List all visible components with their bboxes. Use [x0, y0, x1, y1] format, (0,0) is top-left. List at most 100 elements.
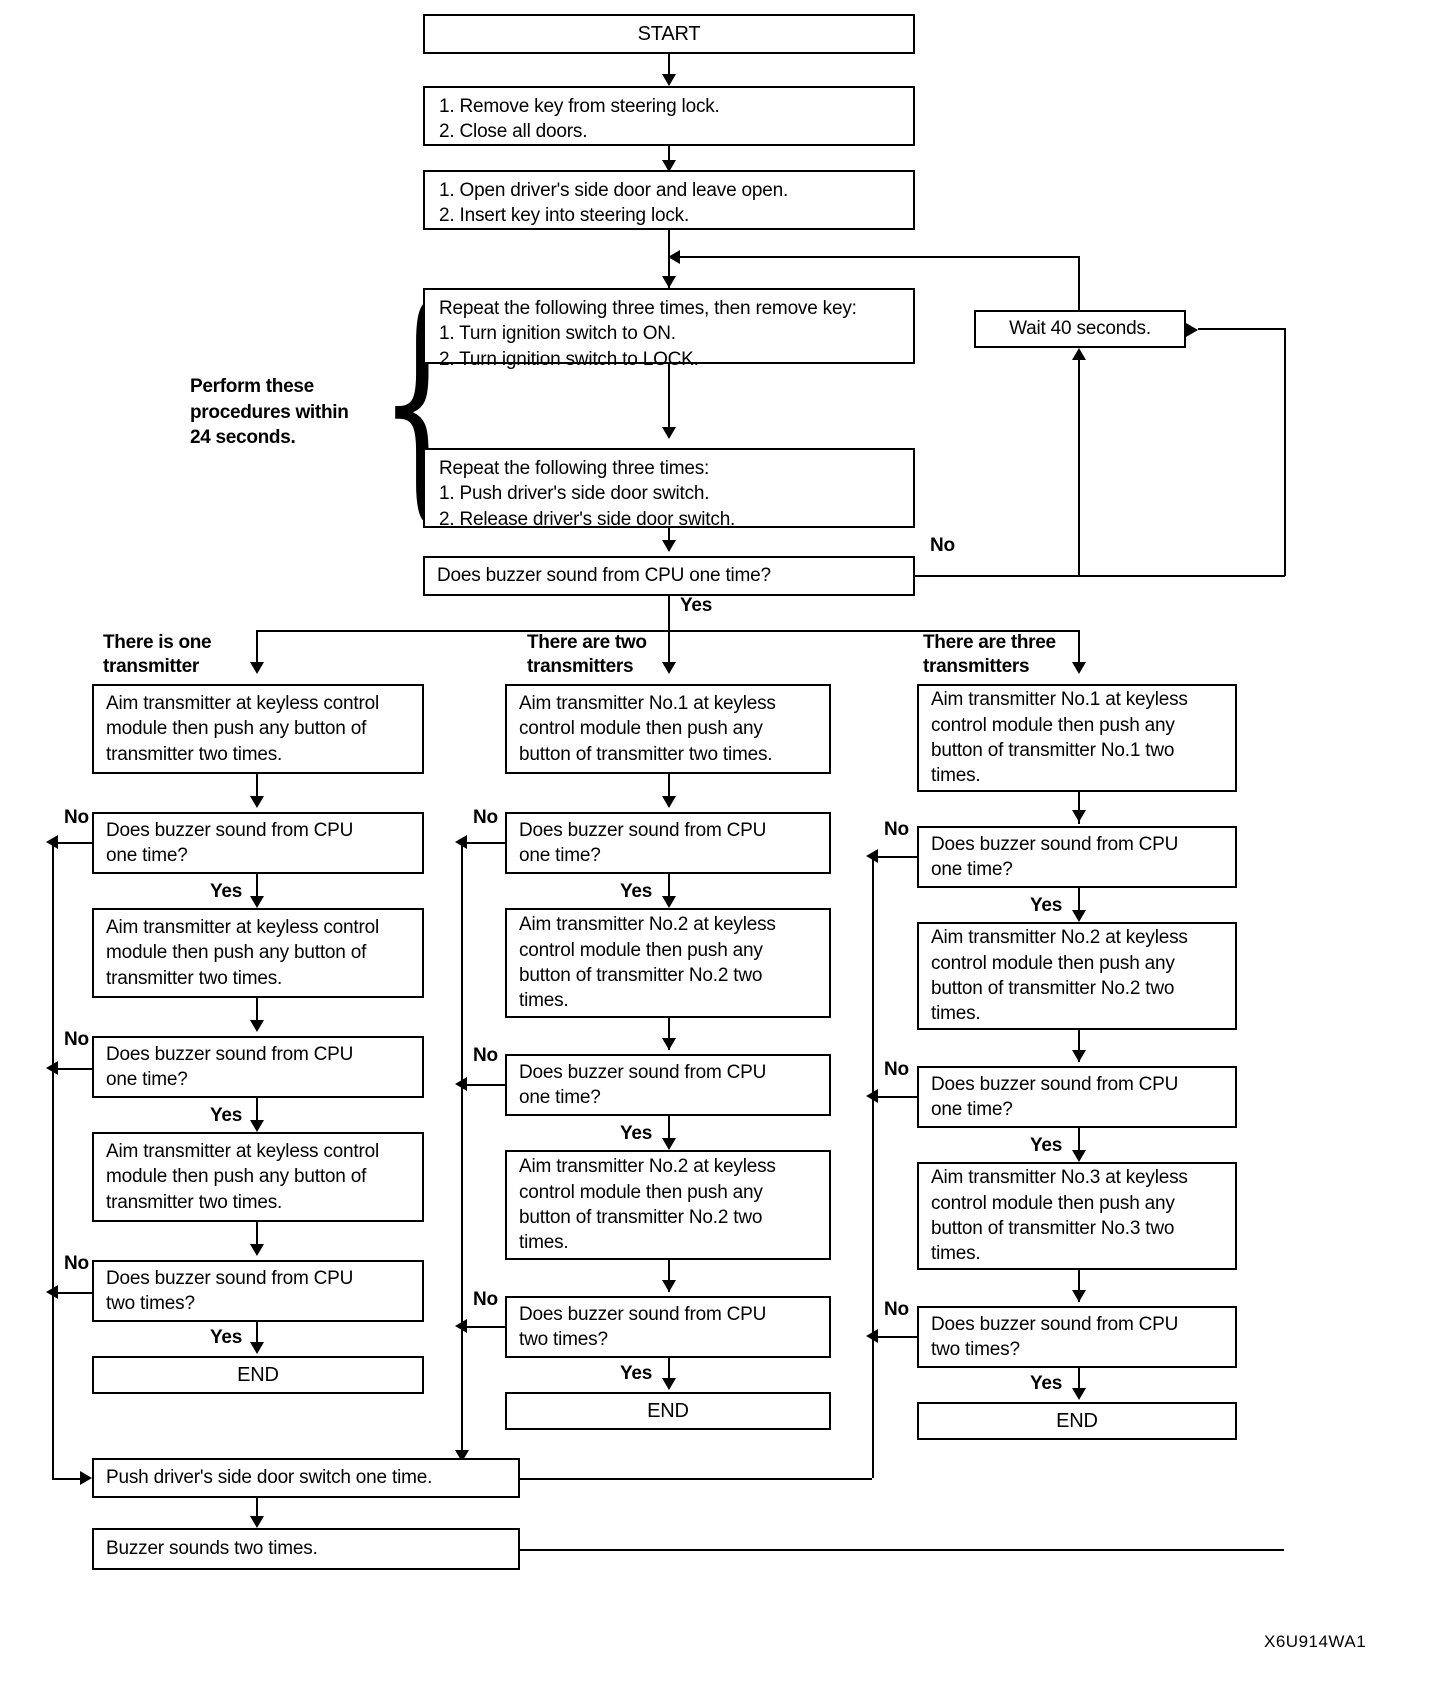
col3-conn-3 — [1078, 1030, 1080, 1062]
col2-decision-1: Does buzzer sound from CPU one time? — [505, 812, 831, 874]
arrow-up-icon — [1072, 348, 1086, 360]
col1-return-to-push — [52, 1478, 82, 1480]
node-push-door-switch: Push driver's side door switch one time. — [92, 1458, 520, 1498]
col1-step-aim-2: Aim transmitter at keyless control modul… — [92, 908, 424, 998]
wait-outflow-vert — [1078, 360, 1080, 576]
arrow-down-icon — [662, 427, 676, 439]
arrow-down-icon — [1072, 910, 1086, 922]
node-main-decision: Does buzzer sound from CPU one time? — [423, 556, 915, 596]
col3-no-line-3 — [878, 1336, 917, 1338]
col2-conn-6 — [668, 1358, 670, 1388]
node-step3: Repeat the following three times, then r… — [423, 288, 915, 370]
arrow-left-icon — [668, 250, 680, 264]
col3-node-end: END — [917, 1402, 1237, 1440]
column-header-two-transmitters: There are two transmitters — [527, 632, 647, 677]
col1-step-aim-1: Aim transmitter at keyless control modul… — [92, 684, 424, 774]
push-door-switch-label: Push driver's side door switch one time. — [106, 1467, 433, 1489]
arrow-down-icon — [662, 74, 676, 86]
col2-no-line-2 — [467, 1084, 505, 1086]
column-header-three-transmitters: There are three transmitters — [923, 632, 1056, 677]
col1-conn-2 — [256, 874, 258, 906]
node-step4: Repeat the following three times: 1. Pus… — [423, 448, 915, 530]
node-step1: 1. Remove key from steering lock. 2. Clo… — [423, 86, 915, 146]
col1-conn-1 — [256, 774, 258, 806]
label-no-col2-1: No — [473, 807, 498, 828]
main-decision-yes-vert — [668, 596, 670, 632]
col2-conn-4 — [668, 1116, 670, 1148]
connector-step3-step4 — [668, 364, 670, 434]
column-header-one-transmitter: There is one transmitter — [103, 632, 212, 677]
col1-decision-2: Does buzzer sound from CPU one time? — [92, 1036, 424, 1098]
feedback-line-wait-top — [675, 256, 1080, 258]
label-no-col3-1: No — [884, 819, 909, 840]
arrow-down-icon — [662, 1280, 676, 1292]
buzzer-two-times-label: Buzzer sounds two times. — [106, 1538, 318, 1560]
col1-node-end: END — [92, 1356, 424, 1394]
label-yes-col3-1: Yes — [1030, 895, 1063, 916]
label-no-col3-2: No — [884, 1059, 909, 1080]
col1-no-line-1 — [58, 842, 92, 844]
feedback-line-wait-vert — [1078, 256, 1080, 318]
arrow-left-icon — [46, 1061, 58, 1075]
connector-step1-step2 — [668, 146, 670, 166]
col3-decision-2: Does buzzer sound from CPU one time? — [917, 1066, 1237, 1128]
col1-decision-3: Does buzzer sound from CPU two times? — [92, 1260, 424, 1322]
col1-conn-4 — [256, 1098, 258, 1130]
col1-no-return-bus — [52, 842, 54, 1480]
arrow-down-icon — [250, 1342, 264, 1354]
arrow-left-icon — [455, 1319, 467, 1333]
wait-inflow-line — [1198, 328, 1286, 330]
arrow-left-icon — [455, 1077, 467, 1091]
col1-no-line-2 — [58, 1068, 92, 1070]
label-no-col3-3: No — [884, 1299, 909, 1320]
arrow-down-icon — [662, 276, 676, 288]
label-yes-col2-3: Yes — [620, 1363, 653, 1384]
col2-conn-3 — [668, 1018, 670, 1050]
arrow-down-icon — [250, 1020, 264, 1032]
main-decision-no-line — [915, 575, 1285, 577]
arrow-down-icon — [662, 1138, 676, 1150]
col3-no-return-bus — [872, 856, 874, 1478]
arrow-down-icon — [250, 796, 264, 808]
col2-step-aim-3: Aim transmitter No.2 at keyless control … — [505, 1150, 831, 1260]
label-yes-col1-1: Yes — [210, 881, 243, 902]
connector-push-to-buzzer — [256, 1498, 258, 1524]
arrow-down-icon — [662, 160, 676, 172]
label-yes-main: Yes — [680, 595, 713, 616]
arrow-down-icon — [662, 1378, 676, 1390]
arrow-down-icon — [662, 896, 676, 908]
wait-label: Wait 40 seconds. — [1009, 318, 1151, 340]
col2-step-aim-2: Aim transmitter No.2 at keyless control … — [505, 908, 831, 1018]
col2-conn-1 — [668, 774, 670, 806]
col2-decision-3: Does buzzer sound from CPU two times? — [505, 1296, 831, 1358]
branch-drop-col1 — [256, 630, 258, 668]
label-no-main: No — [930, 535, 955, 556]
figure-code: X6U914WA1 — [1264, 1632, 1367, 1651]
col3-conn-6 — [1078, 1368, 1080, 1398]
col2-no-line-3 — [467, 1326, 505, 1328]
col3-decision-1: Does buzzer sound from CPU one time? — [917, 826, 1237, 888]
col2-conn-5 — [668, 1260, 670, 1292]
col2-conn-2 — [668, 874, 670, 906]
label-no-col1-1: No — [64, 807, 89, 828]
col1-conn-6 — [256, 1322, 258, 1352]
label-no-col1-2: No — [64, 1029, 89, 1050]
arrow-down-icon — [662, 662, 676, 674]
col1-conn-3 — [256, 998, 258, 1030]
label-no-col1-3: No — [64, 1253, 89, 1274]
timing-note: Perform these procedures within 24 secon… — [190, 376, 349, 449]
arrow-down-icon — [1072, 1388, 1086, 1400]
arrow-down-icon — [250, 1516, 264, 1528]
col3-conn-2 — [1078, 888, 1080, 920]
col3-conn-5 — [1078, 1270, 1080, 1302]
arrow-down-icon — [1072, 810, 1086, 822]
arrow-down-icon — [250, 1244, 264, 1256]
col3-conn-1 — [1078, 792, 1080, 824]
col2-decision-2: Does buzzer sound from CPU one time? — [505, 1054, 831, 1116]
arrow-left-icon — [46, 1285, 58, 1299]
arrow-down-icon — [250, 662, 264, 674]
arrow-left-icon — [866, 1089, 878, 1103]
col2-node-end: END — [505, 1392, 831, 1430]
col3-step-aim-1: Aim transmitter No.1 at keyless control … — [917, 684, 1237, 792]
